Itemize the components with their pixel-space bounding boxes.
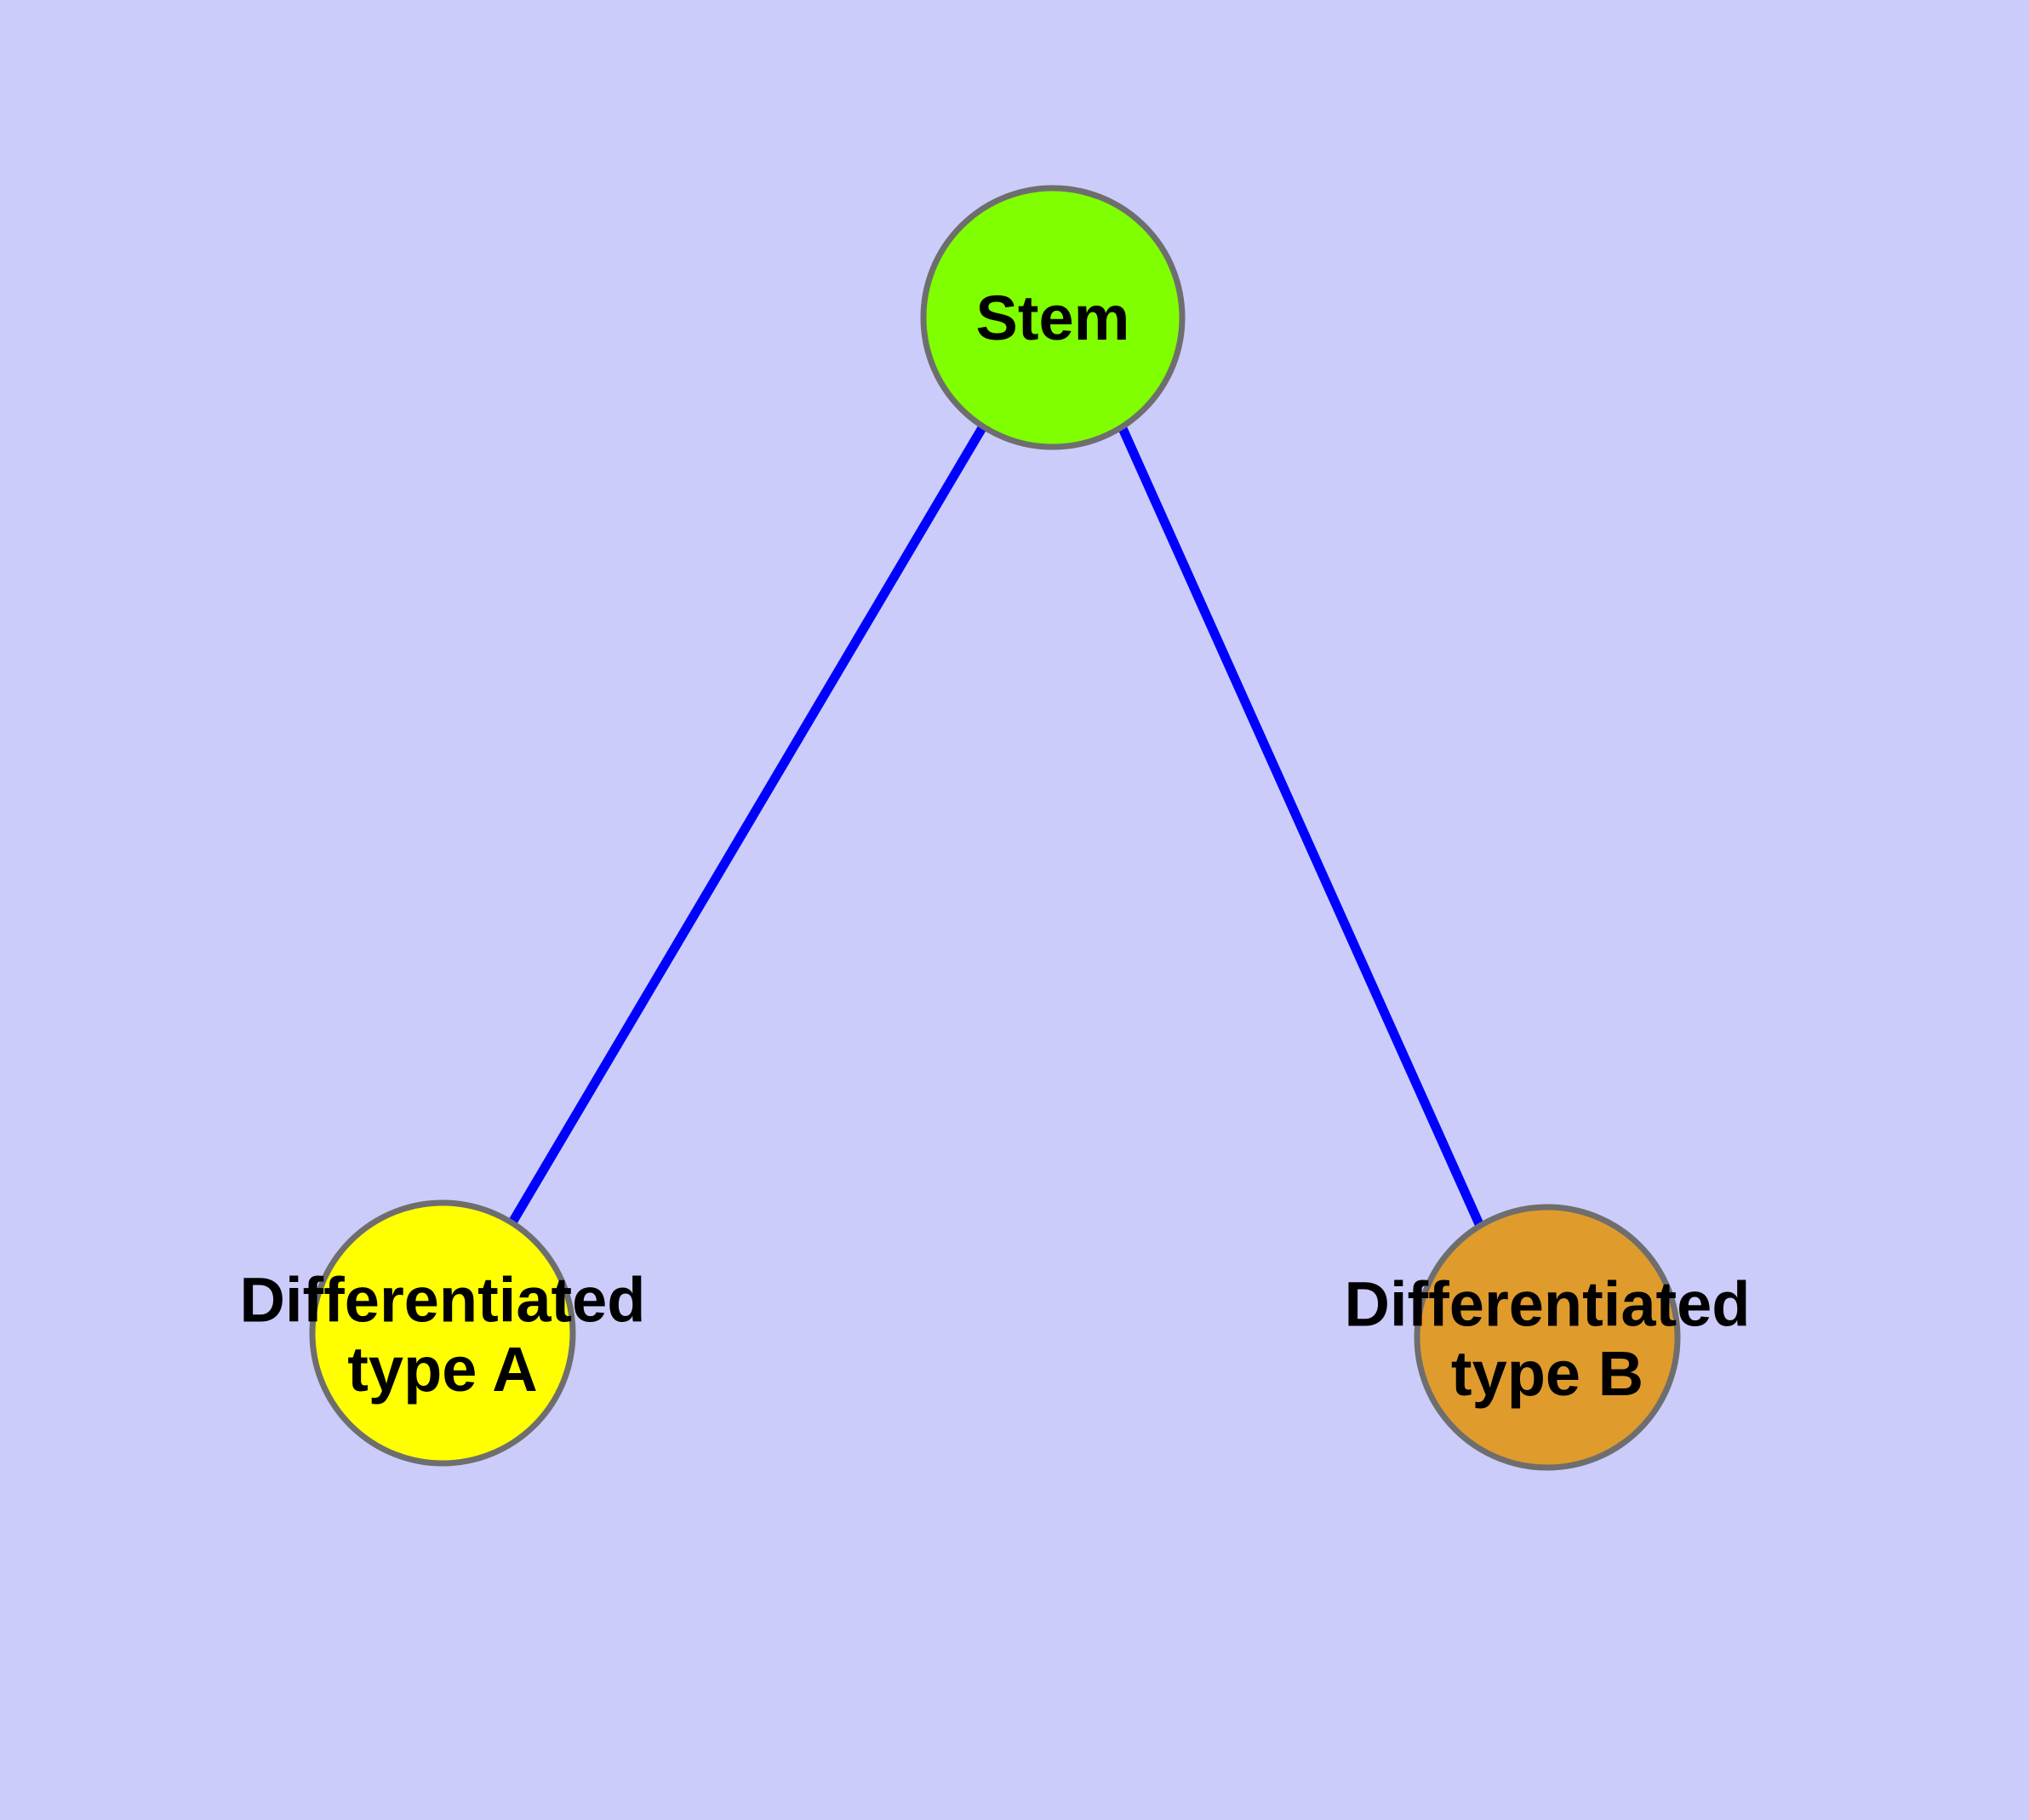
node-diff-a-label-line2: type A (347, 1334, 537, 1405)
node-diff-b-circle[interactable] (1414, 1204, 1681, 1471)
node-stem-label-line1: Stem (976, 283, 1130, 353)
edge-stem-to-diff-a[interactable] (508, 424, 987, 1225)
node-diff-b[interactable] (1414, 1204, 1681, 1471)
edge-stem-to-diff-b[interactable] (1117, 424, 1484, 1227)
node-stem-circle[interactable] (920, 185, 1186, 450)
node-diff-b-label-line1: Differentiated (1345, 1269, 1751, 1340)
node-diff-b-label-line2: type B (1451, 1338, 1643, 1409)
node-diff-a[interactable] (309, 1199, 576, 1467)
node-stem[interactable]: Stem (920, 185, 1186, 450)
edge-layer (508, 424, 1484, 1227)
node-diff-a-label-line1: Differentiated (240, 1265, 646, 1336)
node-label-layer: Differentiated type A Differentiated typ… (240, 1265, 1751, 1409)
node-diff-a-circle[interactable] (309, 1199, 576, 1467)
